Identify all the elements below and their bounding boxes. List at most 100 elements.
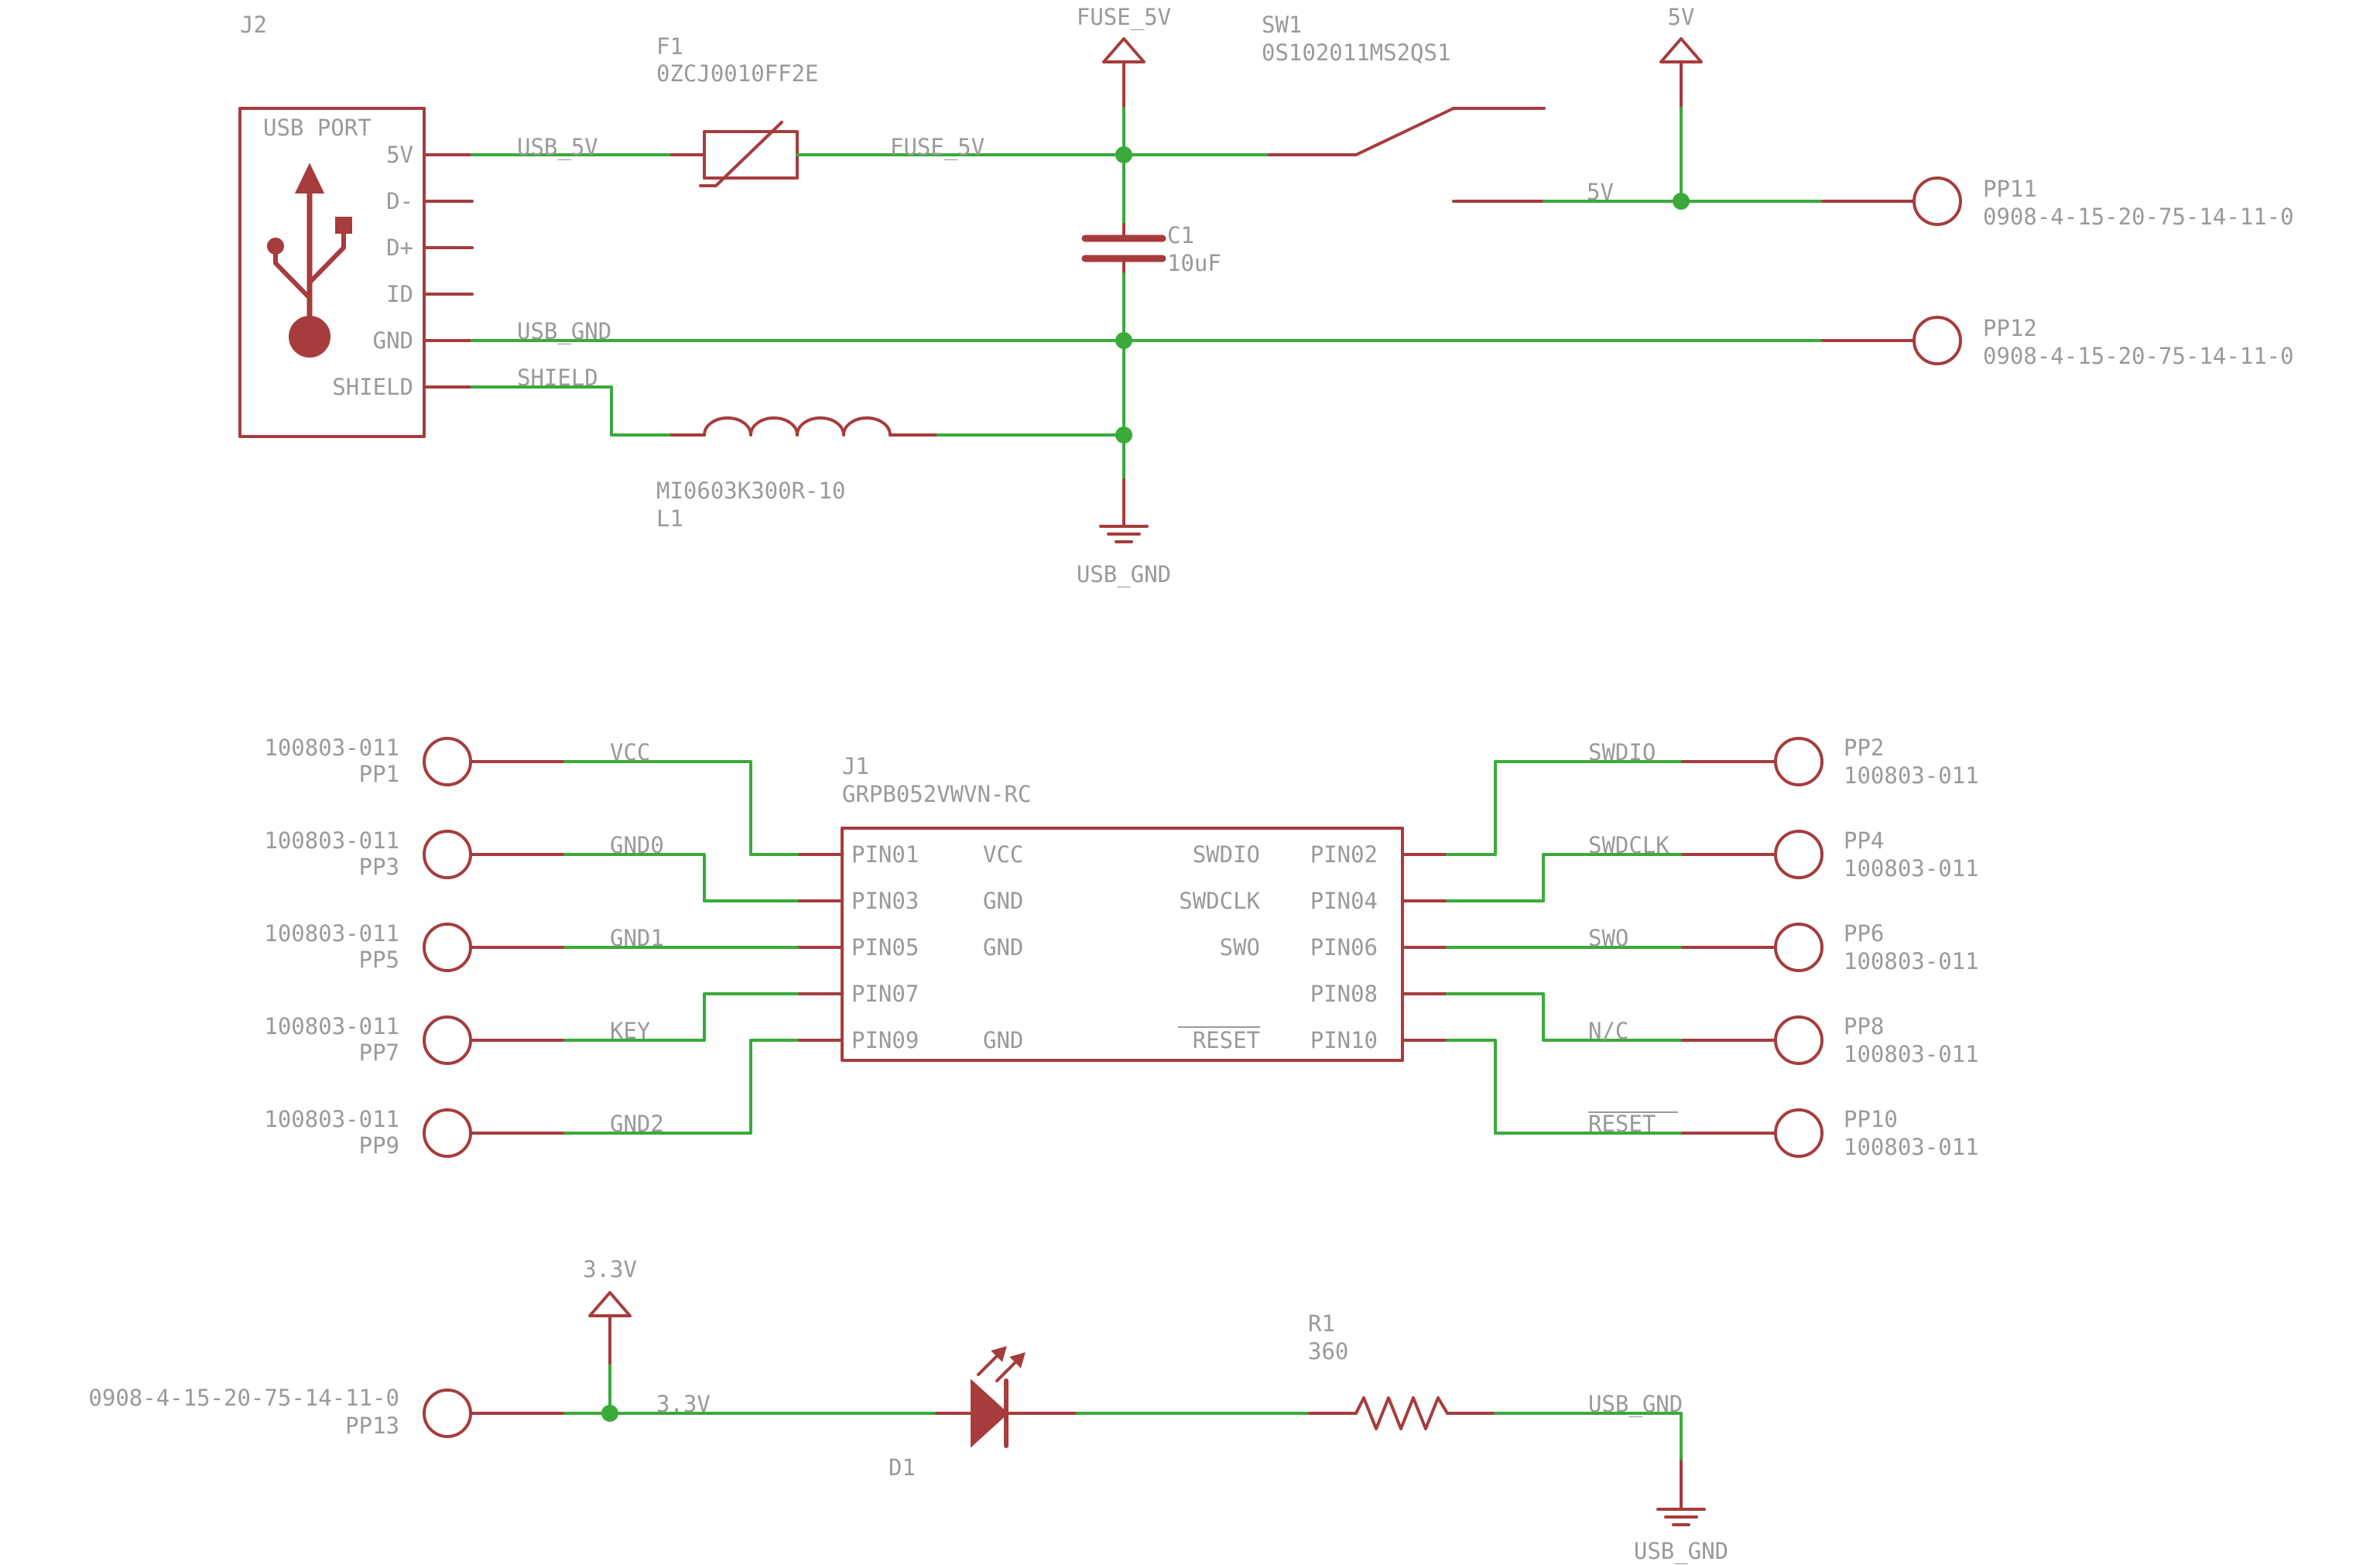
j1-pin07-label: PIN07 [851,981,919,1007]
net-label-shield: SHIELD [517,365,598,391]
inductor-l1: MI0603K300R-10 L1 [656,416,940,532]
pp10-part: 100803-011 [1844,1134,1979,1160]
j1-pin03-label: PIN03 [851,888,919,914]
resistor-ref: R1 [1308,1310,1335,1337]
pp8-ref: PP8 [1844,1013,1884,1039]
testpoint-pp9: 100803-011 PP9 [264,1106,567,1159]
pp2-part: 100803-011 [1844,762,1979,789]
usb-pin-5v-label: 5V [386,142,413,168]
testpoint-pp6: PP6 100803-011 [1681,920,1979,974]
net-label-gnd2: GND2 [610,1111,664,1137]
supply-3v3-label: 3.3V [583,1256,637,1282]
pp8-part: 100803-011 [1844,1041,1979,1067]
pp4-part: 100803-011 [1844,855,1979,882]
ground-top-label: USB_GND [1077,561,1171,588]
resistor-r1: R1 360 [1308,1310,1497,1430]
connector-ref: J1 [842,753,869,779]
net-label-nc: N/C [1588,1018,1628,1044]
switch-ref: SW1 [1262,12,1302,38]
supply-fuse-5v-label: FUSE_5V [1077,4,1171,31]
pp1-ref: PP1 [359,761,399,787]
net-label-fuse-5v: FUSE_5V [890,134,985,161]
testpoint-pp2: PP2 100803-011 [1681,735,1979,789]
capacitor-value: 10uF [1167,250,1221,276]
pp3-part: 100803-011 [264,827,399,854]
pp1-part: 100803-011 [264,735,399,761]
switch-sw1: SW1 0S102011MS2QS1 [1262,12,1546,203]
j1-func-gnd-2: GND [983,934,1023,961]
net-label-swo: SWO [1588,925,1628,951]
pp12-part: 0908-4-15-20-75-14-11-0 [1983,343,2294,369]
j1-pin01-label: PIN01 [851,841,919,868]
pp9-ref: PP9 [359,1132,399,1159]
net-label-swdclk: SWDCLK [1588,832,1669,858]
testpoint-pp8: PP8 100803-011 [1681,1013,1979,1067]
testpoint-pp12: PP12 0908-4-15-20-75-14-11-0 [1821,315,2294,369]
junction-usb-gnd [1115,332,1132,349]
pp6-part: 100803-011 [1844,948,1979,974]
fuse-f1: F1 0ZCJ0010FF2E [656,33,830,187]
usb-connector-ref: J2 [240,12,267,38]
net-label-swdio: SWDIO [1588,739,1656,765]
junction-3v3 [601,1405,618,1422]
ground-bottom-label: USB_GND [1634,1538,1728,1565]
pp2-ref: PP2 [1844,735,1884,761]
usb-pin-gnd-label: GND [373,327,413,354]
testpoint-pp4: PP4 100803-011 [1681,827,1979,882]
ground-usb-gnd-bottom: USB_GND [1634,1460,1728,1565]
j1-pin02-label: PIN02 [1310,841,1378,868]
j1-pin06-label: PIN06 [1310,934,1378,961]
pp13-ref: PP13 [345,1413,399,1439]
usb-pin-dplus-label: D+ [386,235,413,261]
usb-connector-j2: J2 USB PORT 5V D- D+ ID GND SHIELD [238,12,474,438]
net-label-reset: RESET [1588,1111,1656,1137]
supply-5v: 5V [1659,4,1703,110]
capacitor-c1: C1 10uF [1081,222,1221,276]
net-label-vcc: VCC [610,739,650,765]
j1-func-gnd-1: GND [983,888,1023,914]
led-d1: D1 [889,1346,1079,1481]
testpoint-pp10: PP10 100803-011 [1681,1106,1979,1160]
net-label-gnd1: GND1 [610,925,664,951]
fuse-part: 0ZCJ0010FF2E [656,60,819,87]
usb-port-title: USB PORT [263,115,372,141]
usb-pin-dminus-label: D- [386,188,413,214]
j1-func-vcc: VCC [983,841,1023,868]
supply-3v3: 3.3V [583,1256,637,1367]
net-label-key: KEY [610,1018,650,1044]
j1-func-swdclk: SWDCLK [1179,888,1260,914]
pp10-ref: PP10 [1844,1106,1898,1132]
testpoint-pp3: 100803-011 PP3 [264,827,567,880]
pp11-part: 0908-4-15-20-75-14-11-0 [1983,204,2294,230]
junction-fuse-5v [1115,146,1132,163]
net-label-gnd0: GND0 [610,832,664,858]
pp11-ref: PP11 [1983,176,2037,202]
pp7-ref: PP7 [359,1039,399,1066]
pp5-ref: PP5 [359,947,399,973]
inductor-ref: L1 [656,505,683,532]
j1-pin09-label: PIN09 [851,1027,919,1053]
testpoint-pp13: 0908-4-15-20-75-14-11-0 PP13 [88,1385,567,1439]
j1-func-swdio: SWDIO [1193,841,1260,868]
switch-part: 0S102011MS2QS1 [1262,39,1450,66]
j1-pin04-label: PIN04 [1310,888,1378,914]
net-label-usb-gnd-led: USB_GND [1588,1391,1683,1418]
junction-5v [1673,193,1690,210]
usb-pin-id-label: ID [386,281,413,307]
testpoint-pp11: PP11 0908-4-15-20-75-14-11-0 [1821,176,2294,230]
ground-usb-gnd-top: USB_GND [1077,478,1171,588]
pp4-ref: PP4 [1844,827,1884,854]
pp3-ref: PP3 [359,854,399,880]
testpoint-pp1: 100803-011 PP1 [264,735,567,787]
j1-pin10-label: PIN10 [1310,1027,1378,1053]
usb-pin-shield-label: SHIELD [332,374,413,400]
j1-func-reset: RESET [1193,1027,1260,1053]
led-ref: D1 [889,1454,916,1481]
capacitor-ref: C1 [1167,222,1194,248]
junction-shield [1115,426,1132,443]
connector-j1: J1 GRPB052VWVN-RC PIN01 PIN03 PIN05 PIN0… [796,753,1449,1062]
pp6-ref: PP6 [1844,920,1884,947]
supply-fuse-5v: FUSE_5V [1077,4,1171,110]
connector-part: GRPB052VWVN-RC [842,781,1031,807]
usb-icon [267,163,352,358]
